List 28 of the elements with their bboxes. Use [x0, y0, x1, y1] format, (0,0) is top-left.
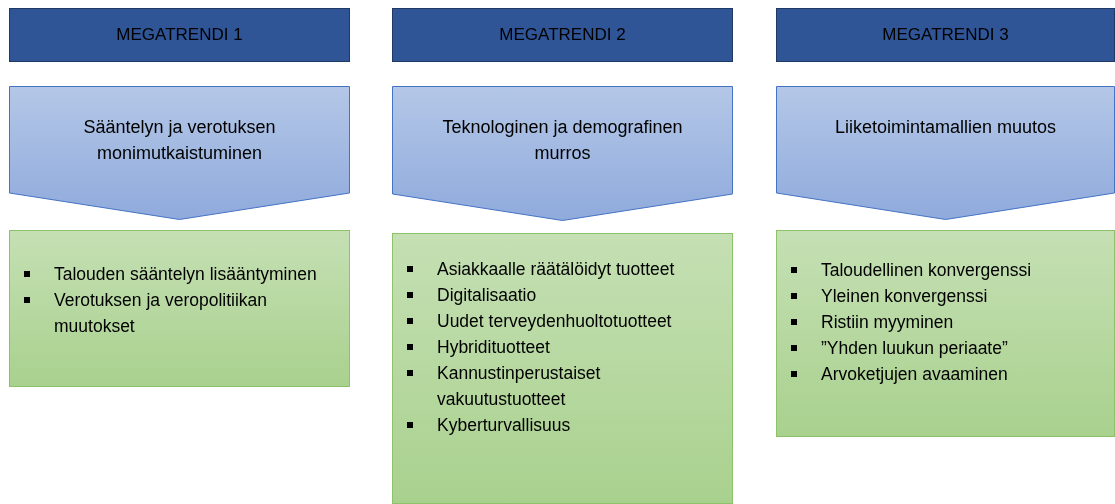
- header-box: [776, 8, 1115, 62]
- bullet-list-box: [776, 230, 1115, 437]
- bullet-item: Kannustinperustaiset vakuutustuotteet: [407, 360, 726, 412]
- chevron-label: Teknologinen ja demografinen murros: [441, 116, 684, 165]
- header-box: [392, 8, 733, 62]
- bullet-list-box: [9, 230, 350, 387]
- header-text: MEGATRENDI 2: [499, 25, 626, 45]
- header-text: MEGATRENDI 3: [882, 25, 1009, 45]
- header-text: MEGATRENDI 1: [116, 25, 243, 45]
- chevron-label: Liiketoimintamallien muutos: [833, 116, 1058, 139]
- bullet-item: Uudet terveydenhuoltotuotteet: [407, 308, 726, 334]
- bullet-item: Taloudellinen konvergenssi: [791, 257, 1108, 283]
- bullet-item: Yleinen konvergenssi: [791, 283, 1108, 309]
- bullet-item: Talouden sääntelyn lisääntyminen: [24, 261, 343, 287]
- bullet-item: Kyberturvallisuus: [407, 412, 726, 438]
- chevron-shape: [392, 86, 733, 221]
- chevron-shape: [776, 86, 1115, 220]
- bullet-item: Asiakkaalle räätälöidyt tuotteet: [407, 256, 726, 282]
- chevron-shape: [9, 86, 350, 220]
- bullet-item: ”Yhden luukun periaate”: [791, 335, 1108, 361]
- bullet-item: Hybridituotteet: [407, 334, 726, 360]
- chevron-label: Sääntelyn ja verotuksen monimutkaistuminen: [82, 116, 277, 165]
- bullet-list-box: [392, 233, 733, 504]
- bullet-item: Digitalisaatio: [407, 282, 726, 308]
- bullet-item: Ristiin myyminen: [791, 309, 1108, 335]
- bullet-item: Verotuksen ja veropolitiikan muutokset: [24, 287, 343, 339]
- header-box: [9, 8, 350, 62]
- bullet-item: Arvoketjujen avaaminen: [791, 361, 1108, 387]
